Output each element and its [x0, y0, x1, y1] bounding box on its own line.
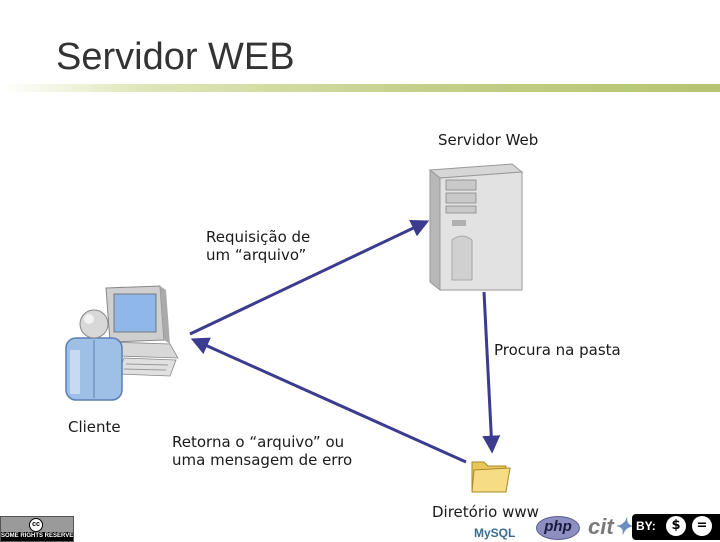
search-arrow: [482, 291, 501, 454]
cc-icon: cc: [29, 518, 43, 532]
folder-icon: [471, 461, 511, 493]
cc-badge: cc SOME RIGHTS RESERVED: [0, 516, 74, 542]
client-label: Cliente: [68, 418, 121, 436]
user-icon: [65, 309, 123, 401]
page-title: Servidor WEB: [56, 36, 295, 78]
server-label: Servidor Web: [438, 131, 539, 149]
cite-logo: cit✦: [588, 514, 633, 539]
server-icon: [428, 163, 524, 292]
request-label-line2: um “arquivo”: [206, 246, 307, 264]
title-underline: [0, 84, 720, 92]
footer-logos: cc SOME RIGHTS RESERVED MySQL php cit✦ B…: [0, 500, 720, 542]
cc-caption: SOME RIGHTS RESERVED: [1, 532, 73, 541]
computer-icon: [105, 285, 179, 377]
php-logo: php: [536, 516, 580, 540]
directory-label: Diretório www: [432, 503, 539, 521]
response-label-line1: Retorna o “arquivo” ou: [172, 433, 345, 451]
response-label-line2: uma mensagem de erro: [172, 451, 353, 469]
by-label: BY:: [636, 519, 656, 533]
response-arrow: [190, 337, 467, 464]
cite-star-icon: ✦: [613, 514, 633, 539]
nc-icon: $: [666, 516, 686, 536]
nd-icon: =: [692, 516, 712, 536]
search-label: Procura na pasta: [494, 341, 621, 359]
mysql-logo: MySQL: [474, 526, 516, 540]
license-icons: BY: $ =: [632, 514, 720, 540]
request-label-line1: Requisição de: [206, 228, 311, 246]
request-arrow: [189, 220, 430, 336]
